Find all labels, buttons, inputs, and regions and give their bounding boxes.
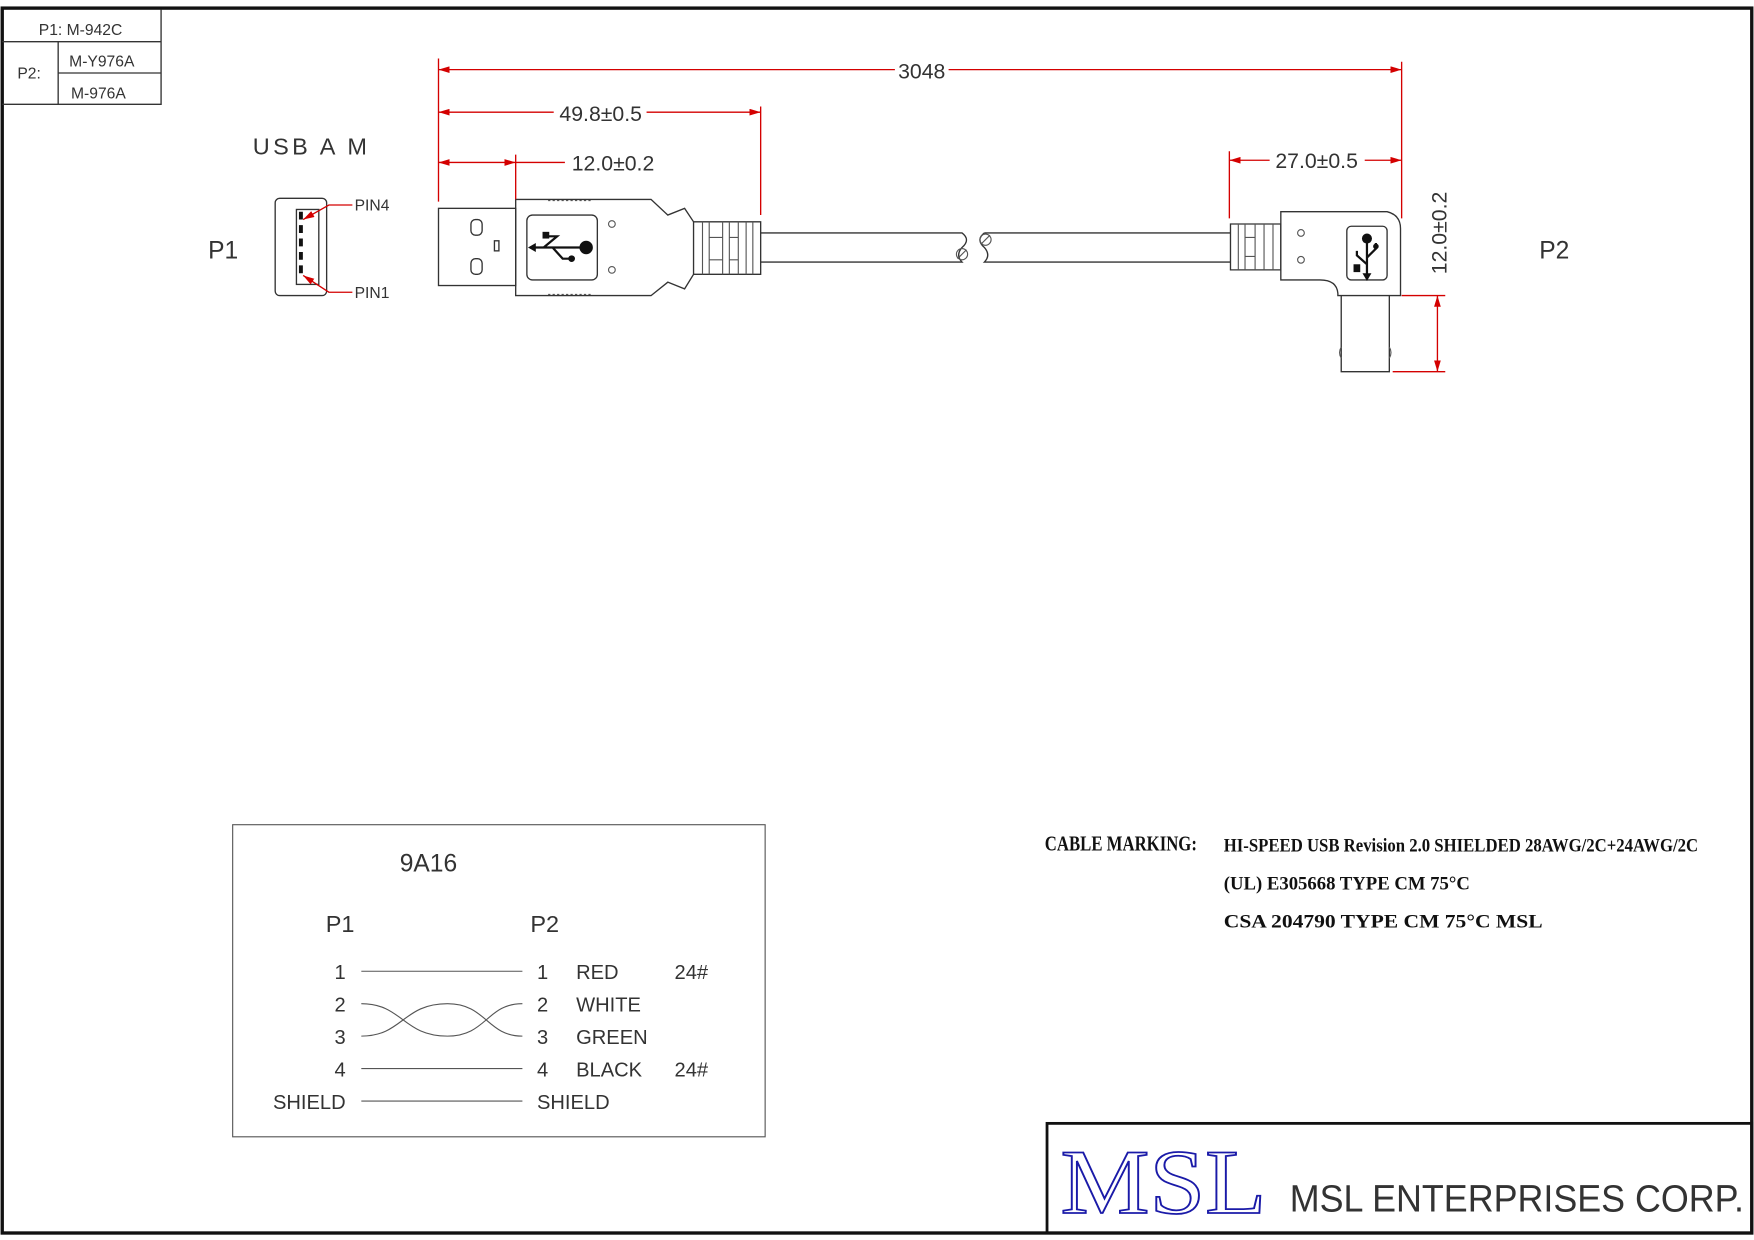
wire-gauge: 24# xyxy=(675,962,709,984)
msl-logo: MSL xyxy=(1060,1131,1266,1233)
wiring-p2-header: P2 xyxy=(530,911,559,937)
wire-p2-pin: 1 xyxy=(537,962,548,984)
wire-p2-pin: SHIELD xyxy=(537,1092,610,1114)
pin4-label: PIN4 xyxy=(355,198,390,215)
dim-tip-length: 12.0±0.2 xyxy=(572,151,655,175)
wire-color: GREEN xyxy=(576,1027,648,1049)
wire-color: BLACK xyxy=(576,1059,643,1081)
wiring-title: 9A16 xyxy=(400,851,457,878)
p1-face-view: USB A M P1 PIN4 PIN1 xyxy=(208,134,390,302)
p2-label: P2 xyxy=(1539,238,1569,265)
cable-marking: CABLE MARKING: HI-SPEED USB Revision 2.0… xyxy=(1045,831,1698,932)
wire-p1-pin: 4 xyxy=(334,1059,345,1081)
cable-marking-line-2: (UL) E305668 TYPE CM 75°C xyxy=(1224,874,1470,895)
p2-plug-side-view: P2 xyxy=(1229,211,1569,373)
parts-table: P1: M-942C P2: M-Y976A M-976A xyxy=(2,9,162,105)
dim-p2-length: 27.0±0.5 xyxy=(1275,149,1358,173)
p1-type-label: USB A M xyxy=(253,134,370,160)
wire-row: 3 3 GREEN xyxy=(334,1027,647,1049)
wire-p1-pin: SHIELD xyxy=(273,1092,346,1114)
company-name: MSL ENTERPRISES CORP. xyxy=(1290,1179,1744,1221)
dim-p2-height: 12.0±0.2 xyxy=(1427,192,1451,275)
wire-row: 2 2 WHITE xyxy=(334,995,640,1017)
wire-color: RED xyxy=(576,962,619,984)
usb-trident-icon xyxy=(1353,233,1379,282)
wire-gauge: 24# xyxy=(675,1059,709,1081)
p1-label: P1 xyxy=(208,238,238,265)
wire-row: SHIELD SHIELD xyxy=(273,1092,610,1114)
wire-p2-pin: 2 xyxy=(537,995,548,1017)
wiring-p1-header: P1 xyxy=(326,911,355,937)
p2-label: P2: xyxy=(17,66,41,83)
title-block: MSL MSL ENTERPRISES CORP. xyxy=(1045,1121,1754,1235)
cable xyxy=(760,232,1231,263)
wire-p1-pin: 2 xyxy=(334,995,345,1017)
wire-p1-pin: 1 xyxy=(334,962,345,984)
cable-marking-line-1: HI-SPEED USB Revision 2.0 SHIELDED 28AWG… xyxy=(1224,836,1698,857)
p2-part-number-b: M-976A xyxy=(71,86,126,103)
wire-p1-pin: 3 xyxy=(334,1027,345,1049)
cable-marking-line-3: CSA 204790 TYPE CM 75°C MSL xyxy=(1224,912,1543,933)
p1-plug-side-view xyxy=(437,198,762,297)
wire-p2-pin: 4 xyxy=(537,1059,548,1081)
p1-part-number: P1: M-942C xyxy=(39,22,123,39)
wire-p2-pin: 3 xyxy=(537,1027,548,1049)
wire-row: 1 1 RED 24# xyxy=(334,962,708,984)
usb-trident-icon xyxy=(527,231,593,263)
pin1-label: PIN1 xyxy=(355,285,390,302)
cable-marking-label: CABLE MARKING: xyxy=(1045,831,1197,855)
sheet-border xyxy=(0,6,1754,1235)
p2-part-number-a: M-Y976A xyxy=(69,53,135,70)
dim-plug-length: 49.8±0.5 xyxy=(559,102,642,126)
wire-row: 4 4 BLACK 24# xyxy=(334,1059,708,1081)
dim-overall-length: 3048 xyxy=(898,60,945,84)
wire-color: WHITE xyxy=(576,995,641,1017)
dimensions: 3048 49.8±0.5 12.0±0.2 27.0±0.5 12.0±0.2 xyxy=(439,58,1451,373)
wiring-diagram: 9A16 P1 P2 1 1 RED 24# 2 2 WHITE 3 3 GRE… xyxy=(232,824,766,1138)
